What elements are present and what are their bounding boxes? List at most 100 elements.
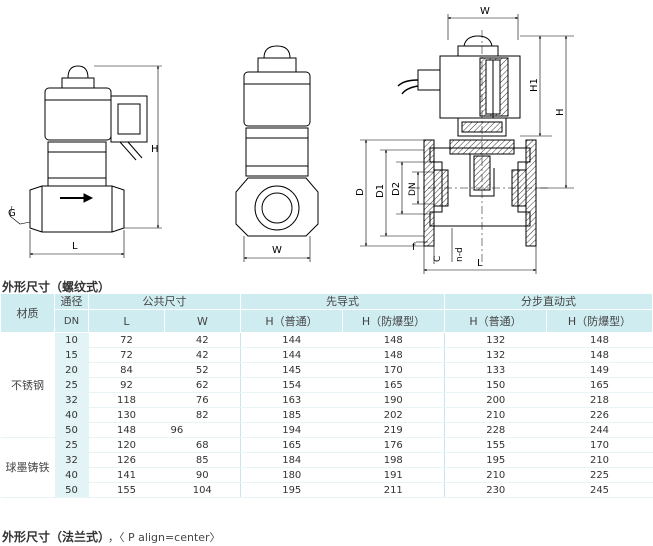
cell-dn: 25 — [54, 377, 89, 393]
cell-s-n: 132 — [444, 347, 547, 363]
section-title-flanged-note: ，〈 P align=center〉 — [108, 531, 221, 544]
cell-p-e: 165 — [342, 377, 445, 393]
cell-s-e: 218 — [546, 392, 653, 408]
material-cell: 球墨铸铁 — [0, 437, 55, 498]
cell-s-e: 245 — [546, 482, 653, 498]
cell-w: 90 — [164, 467, 241, 483]
header-stepped-h-explosion: H（防爆型） — [546, 309, 653, 333]
middle-valve-view — [235, 45, 319, 262]
cell-s-e: 148 — [546, 347, 653, 363]
cell-dn: 32 — [54, 452, 89, 468]
cell-s-e: 170 — [546, 437, 653, 453]
cell-s-n: 210 — [444, 467, 547, 483]
section-title-threaded: 外形尺寸（螺纹式） — [2, 280, 111, 294]
left-dim-l: L — [72, 241, 78, 252]
cell-p-e: 202 — [342, 407, 445, 423]
cell-p-n: 144 — [240, 347, 343, 363]
cell-w: 104 — [164, 482, 241, 498]
cell-w: 62 — [164, 377, 241, 393]
cell-p-e: 211 — [342, 482, 445, 498]
cell-dn: 32 — [54, 392, 89, 408]
cell-s-e: 226 — [546, 407, 653, 423]
cell-s-n: 230 — [444, 482, 547, 498]
cell-s-n: 150 — [444, 377, 547, 393]
dimension-table: 材质 通径 公共尺寸 先导式 分步直动式 DN L W H（普通） H（防爆型）… — [0, 293, 653, 498]
valve-dimension-drawing: H L G W — [8, 6, 574, 274]
middle-dim-w: W — [272, 245, 282, 256]
cell-p-n: 165 — [240, 437, 343, 453]
cell-p-n: 185 — [240, 407, 343, 423]
cell-p-n: 195 — [240, 482, 343, 498]
material-cell: 不锈钢 — [0, 332, 55, 438]
cell-p-e: 148 — [342, 332, 445, 348]
left-dim-g: G — [8, 208, 16, 219]
header-stepped-h-normal: H（普通） — [444, 309, 547, 333]
cell-p-n: 163 — [240, 392, 343, 408]
left-dim-h: H — [151, 144, 159, 155]
cell-s-n: 228 — [444, 422, 547, 438]
cell-dn: 50 — [54, 422, 89, 438]
header-pilot-h-normal: H（普通） — [240, 309, 343, 333]
right-dim-d2: D2 — [391, 182, 402, 196]
cell-dn: 40 — [54, 467, 89, 483]
cell-w: 68 — [164, 437, 241, 453]
cell-p-n: 145 — [240, 362, 343, 378]
cell-p-n: 180 — [240, 467, 343, 483]
cell-p-e: 198 — [342, 452, 445, 468]
right-valve-view — [360, 14, 574, 274]
cell-s-n: 132 — [444, 332, 547, 348]
cell-l: 126 — [88, 452, 165, 468]
cell-s-n: 210 — [444, 407, 547, 423]
cell-p-n: 194 — [240, 422, 343, 438]
right-dim-d: D — [355, 188, 366, 196]
cell-l: 72 — [88, 332, 165, 348]
cell-l: 118 — [88, 392, 165, 408]
header-stepped: 分步直动式 — [444, 293, 653, 310]
cell-p-e: 170 — [342, 362, 445, 378]
right-dim-f: f — [412, 242, 416, 253]
cell-s-n: 195 — [444, 452, 547, 468]
cell-l: 141 — [88, 467, 165, 483]
cell-w: 52 — [164, 362, 241, 378]
header-material: 材质 — [0, 293, 55, 333]
cell-p-n: 154 — [240, 377, 343, 393]
cell-dn: 25 — [54, 437, 89, 453]
header-dn: DN — [54, 309, 89, 333]
section-title-flanged-text: 外形尺寸（法兰式） — [2, 530, 105, 544]
header-bore: 通径 — [54, 293, 89, 310]
right-dim-d1: D1 — [375, 184, 386, 198]
header-l: L — [88, 309, 165, 333]
right-dim-c: C — [433, 256, 443, 262]
right-dim-dn: DN — [408, 182, 418, 196]
cell-l: 84 — [88, 362, 165, 378]
cell-p-n: 144 — [240, 332, 343, 348]
section-title-flanged: 外形尺寸（法兰式），〈 P align=center〉 — [2, 528, 221, 545]
right-dim-nd: n-d — [455, 247, 465, 262]
table-header-row-2: DN L W H（普通） H（防爆型） H（普通） H（防爆型） — [1, 309, 653, 333]
cell-s-n: 133 — [444, 362, 547, 378]
cell-p-e: 191 — [342, 467, 445, 483]
cell-dn: 10 — [54, 332, 89, 348]
cell-s-n: 155 — [444, 437, 547, 453]
cell-w: 76 — [164, 392, 241, 408]
cell-dn: 50 — [54, 482, 89, 498]
cell-l: 120 — [88, 437, 165, 453]
cell-l: 72 — [88, 347, 165, 363]
cell-s-e: 149 — [546, 362, 653, 378]
cell-s-n: 200 — [444, 392, 547, 408]
cell-w: 85 — [164, 452, 241, 468]
cell-p-e: 219 — [342, 422, 445, 438]
right-dim-w: W — [480, 6, 490, 17]
header-w: W — [164, 309, 241, 333]
right-dim-h1: H1 — [529, 78, 540, 92]
cell-w: 42 — [164, 332, 241, 348]
